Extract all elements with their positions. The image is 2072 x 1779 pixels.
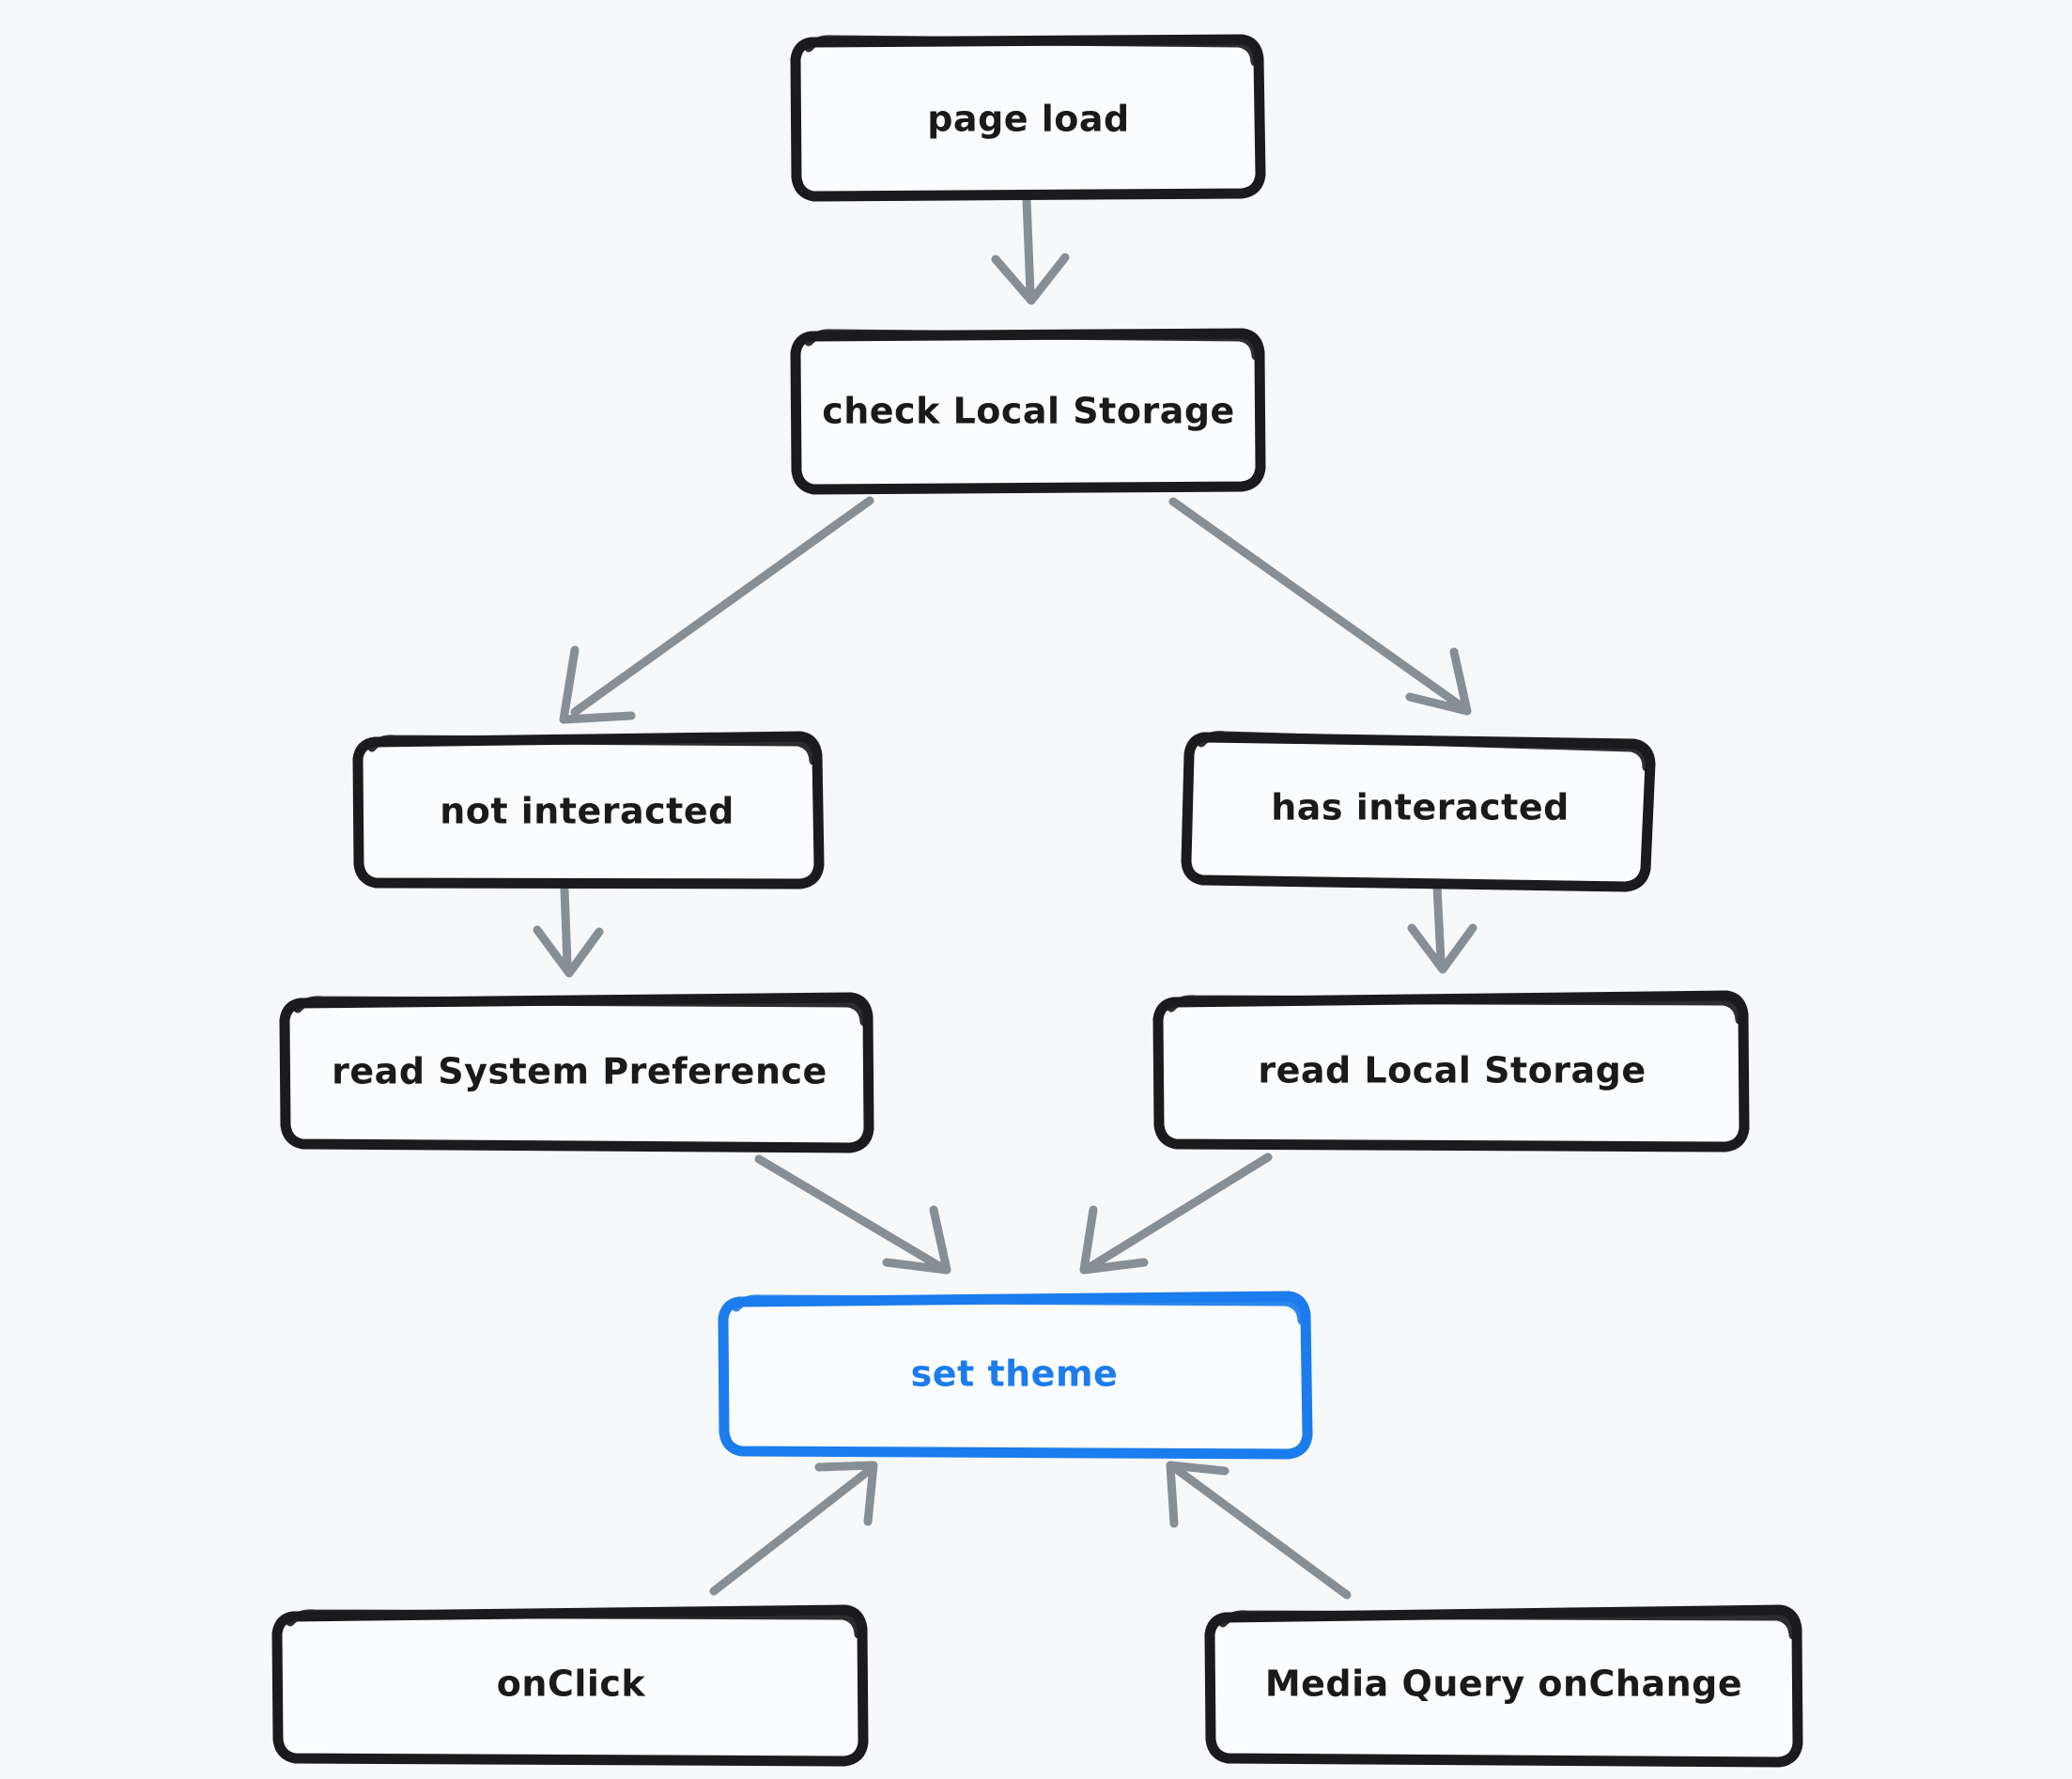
node-onclick[interactable]: onClick	[271, 1604, 869, 1767]
node-check-local-storage[interactable]: check Local Storage	[790, 328, 1266, 495]
node-set-theme[interactable]: set theme	[718, 1291, 1313, 1460]
edge-check-local-storage-to-has-interacted	[1168, 497, 1472, 716]
edge-has-interacted-to-read-local-storage	[1407, 882, 1477, 974]
edge-media-query-onchange-to-set-theme	[1166, 1461, 1352, 1600]
node-media-query-onchange[interactable]: Media Query onChange	[1204, 1604, 1803, 1768]
edge-onclick-to-set-theme	[709, 1461, 878, 1596]
edge-read-system-preference-to-set-theme	[754, 1154, 951, 1275]
edge-check-local-storage-to-not-interacted	[559, 496, 874, 724]
edge-not-interacted-to-read-system-preference	[533, 885, 604, 978]
node-has-interacted[interactable]: has interacted	[1181, 731, 1656, 892]
node-read-local-storage[interactable]: read Local Storage	[1152, 990, 1750, 1152]
node-read-system-preference[interactable]: read System Preference	[279, 992, 874, 1153]
node-not-interacted[interactable]: not interacted	[352, 731, 825, 890]
node-page-load[interactable]: page load	[790, 34, 1266, 202]
edge-read-local-storage-to-set-theme	[1079, 1152, 1273, 1275]
edge-page-load-to-check-local-storage	[991, 195, 1070, 305]
